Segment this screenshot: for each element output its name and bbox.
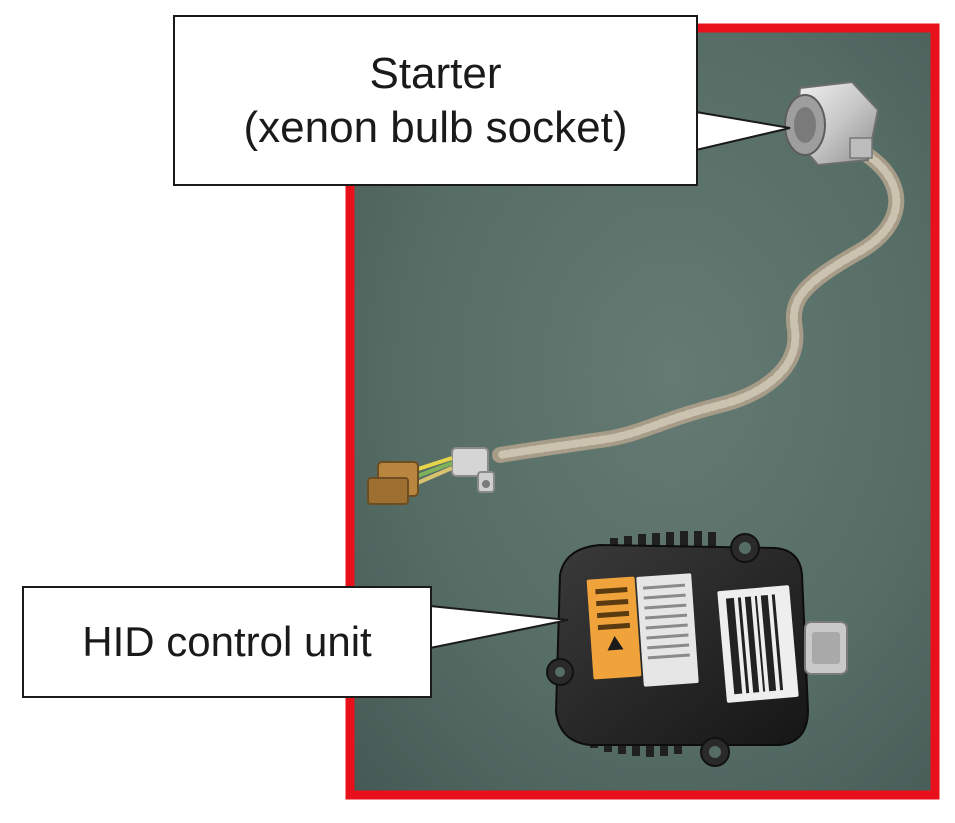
harness-connector — [367, 461, 419, 505]
xenon-bulb-socket — [784, 80, 880, 167]
hid-control-unit — [546, 531, 848, 767]
wire-clamp — [451, 447, 495, 493]
starter-callout-title: Starter — [369, 48, 502, 98]
starter-callout-subtitle: (xenon bulb socket) — [243, 102, 628, 152]
wire-harness — [492, 132, 905, 463]
hid-control-unit-callout: HID control unit — [22, 586, 432, 698]
starter-callout: Starter (xenon bulb socket) — [173, 15, 698, 186]
hid-control-unit-callout-label: HID control unit — [82, 618, 372, 665]
